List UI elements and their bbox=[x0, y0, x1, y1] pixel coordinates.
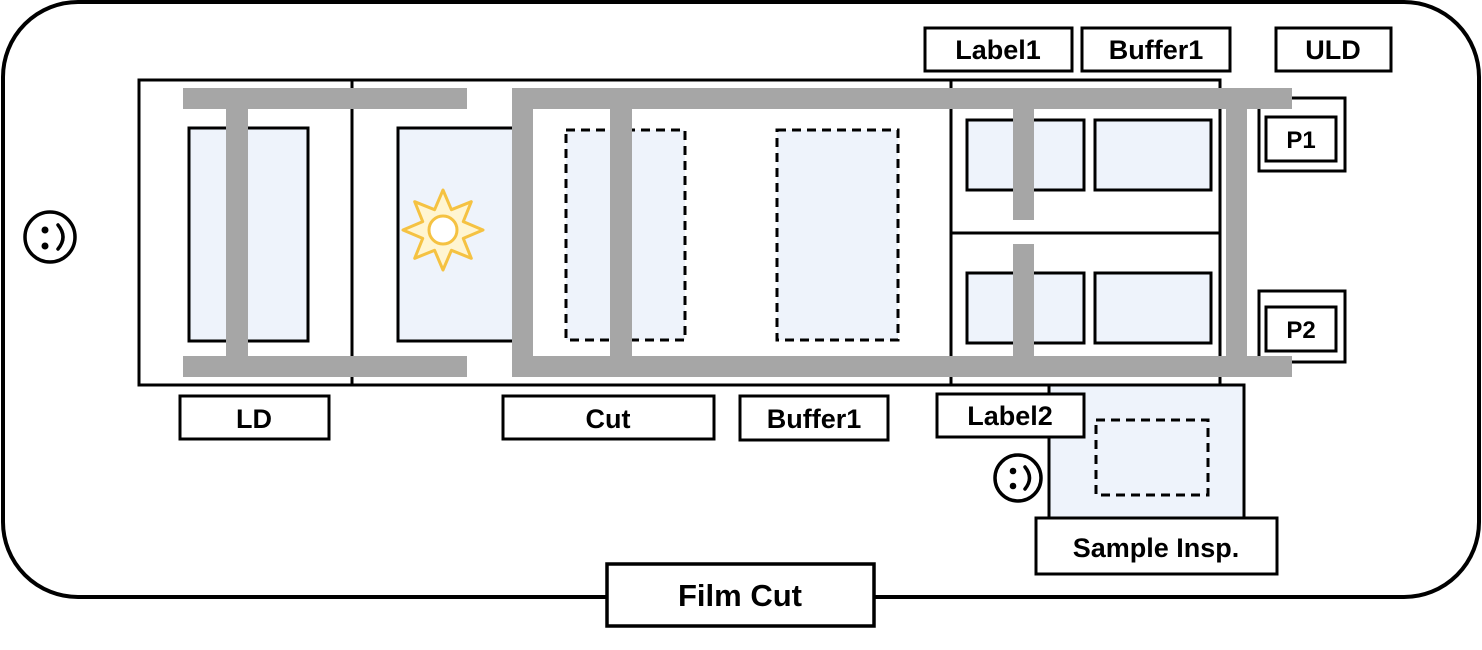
label2-panel-right bbox=[1093, 271, 1213, 345]
cut-rail-vertical bbox=[610, 88, 632, 377]
ld-text: LD bbox=[236, 404, 272, 434]
gantry-rails bbox=[183, 88, 1292, 377]
ld-rail-vertical bbox=[226, 88, 248, 377]
sample-insp-tray bbox=[1094, 418, 1210, 497]
ld-rail-top bbox=[183, 88, 467, 109]
main-rail-bottom bbox=[512, 356, 1292, 377]
ld-panel bbox=[187, 126, 310, 343]
uld-rail-vertical bbox=[1226, 88, 1247, 377]
p2-port: P2 bbox=[1257, 289, 1347, 364]
buffer1-tray bbox=[775, 128, 900, 342]
film-cut-title: Film Cut bbox=[605, 562, 876, 628]
cut-tag: Cut bbox=[501, 394, 716, 441]
buffer1-bottom-tag: Buffer1 bbox=[738, 394, 890, 442]
uld-tag: ULD bbox=[1274, 26, 1393, 73]
buffer1-top-text: Buffer1 bbox=[1109, 35, 1204, 65]
sun-icon bbox=[401, 188, 485, 272]
p1-label: P1 bbox=[1286, 127, 1315, 154]
p1-port: P1 bbox=[1257, 96, 1347, 173]
p2-label: P2 bbox=[1286, 317, 1315, 344]
label2-rail-vertical bbox=[1013, 244, 1034, 377]
sample-insp-text: Sample Insp. bbox=[1073, 533, 1240, 563]
sample-insp-tag: Sample Insp. bbox=[1034, 516, 1279, 576]
main-rail-left bbox=[512, 88, 533, 377]
buffer1-top-tag: Buffer1 bbox=[1080, 26, 1232, 73]
buffer1-bottom-text: Buffer1 bbox=[767, 404, 862, 434]
ld-tag: LD bbox=[178, 394, 331, 441]
label1-rail-vertical bbox=[1013, 88, 1034, 220]
label2-text: Label2 bbox=[967, 401, 1053, 431]
film-cut-text: Film Cut bbox=[678, 578, 802, 613]
uld-text: ULD bbox=[1305, 35, 1361, 65]
operator-left-smiley-icon bbox=[23, 210, 77, 264]
label1-tag: Label1 bbox=[923, 26, 1074, 73]
operator-right-smiley-icon bbox=[993, 453, 1043, 503]
cut-text: Cut bbox=[586, 404, 631, 434]
ld-rail-bottom bbox=[183, 356, 467, 377]
main-rail-top bbox=[512, 88, 1292, 109]
label1-panel-right bbox=[1093, 118, 1213, 192]
label2-tag: Label2 bbox=[935, 392, 1086, 439]
label1-text: Label1 bbox=[955, 35, 1041, 65]
